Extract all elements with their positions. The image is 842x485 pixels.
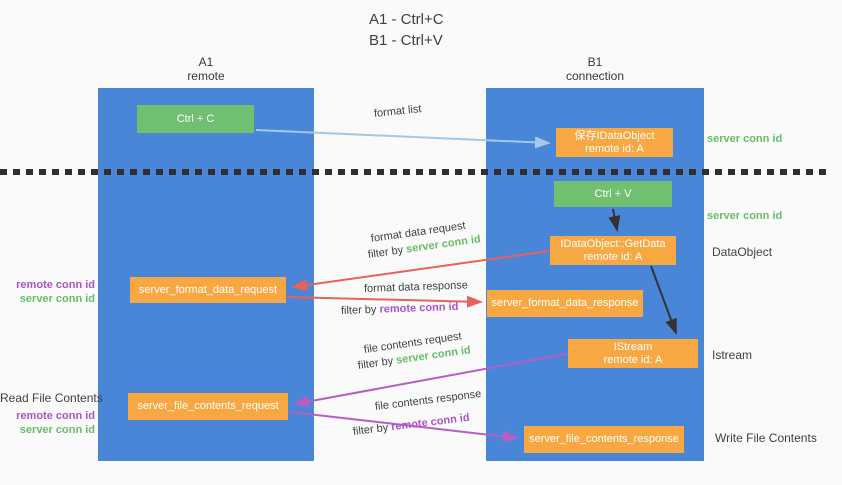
dotted-divider-line: [0, 169, 831, 175]
node-file-request-label: server_file_contents_request: [137, 400, 279, 412]
remote-conn-id-text: remote conn id: [390, 411, 471, 434]
header-a1-name: A1: [198, 55, 214, 69]
node-getdata-line2: remote id: A: [583, 250, 643, 263]
node-format-response-label: server_format_data_response: [491, 297, 639, 309]
node-save-idataobject: 保存IDataObject remote id: A: [556, 128, 673, 157]
node-ctrl-v-label: Ctrl + V: [594, 187, 632, 200]
title-line-2: B1 - Ctrl+V: [369, 32, 443, 49]
filter-by-text: filter by: [352, 421, 389, 438]
label-dataobject: DataObject: [712, 245, 773, 259]
label-remote-conn-left-1: remote conn id: [16, 279, 95, 291]
label-format-list: format list: [373, 103, 423, 120]
node-istream: IStream remote id: A: [568, 339, 698, 368]
node-istream-line1: IStream: [613, 340, 653, 353]
label-file-contents-response: file contents response: [374, 388, 482, 413]
label-server-conn-left-2: server conn id: [19, 424, 95, 436]
node-save-idataobject-line1: 保存IDataObject: [574, 129, 655, 142]
header-b1-name: B1: [587, 55, 603, 69]
label-istream: Istream: [712, 348, 753, 362]
filter-by-text: filter by: [340, 303, 377, 317]
title-line-1: A1 - Ctrl+C: [369, 11, 444, 28]
diagram-title: A1 - Ctrl+C B1 - Ctrl+V: [369, 9, 444, 51]
label-filter-remote-conn-2: filter by remote conn id: [352, 412, 470, 438]
filter-by-text: filter by: [367, 244, 404, 261]
label-remote-conn-left-2: remote conn id: [16, 410, 95, 422]
node-istream-line2: remote id: A: [603, 353, 663, 366]
node-save-idataobject-line2: remote id: A: [585, 142, 644, 155]
label-read-file-contents: Read File Contents: [0, 391, 103, 405]
header-b1: B1 connection: [486, 55, 704, 83]
node-ctrl-c-label: Ctrl + C: [176, 112, 215, 125]
label-server-conn-right-2: server conn id: [707, 210, 783, 222]
node-format-response: server_format_data_response: [487, 290, 643, 317]
filter-by-text: filter by: [357, 355, 394, 372]
label-server-conn-right-1: server conn id: [707, 133, 783, 145]
node-format-request-label: server_format_data_request: [138, 283, 278, 296]
node-ctrl-c: Ctrl + C: [137, 105, 254, 133]
header-b1-role: connection: [565, 69, 625, 83]
node-getdata: IDataObject::GetData remote id: A: [550, 236, 676, 265]
node-file-response: server_file_contents_response: [524, 426, 684, 453]
node-getdata-line1: IDataObject::GetData: [560, 237, 666, 250]
node-format-request: server_format_data_request: [130, 277, 286, 303]
header-a1: A1 remote: [98, 55, 314, 83]
label-server-conn-left-1: server conn id: [19, 293, 95, 305]
remote-conn-id-text: remote conn id: [379, 300, 459, 316]
node-file-request: server_file_contents_request: [128, 393, 288, 420]
label-write-file-contents: Write File Contents: [715, 431, 817, 445]
left-conn-group-1: remote conn id server conn id: [0, 278, 95, 306]
left-file-group: Read File Contents remote conn id server…: [0, 391, 103, 437]
header-a1-role: remote: [187, 69, 225, 83]
label-format-data-response: format data response: [363, 279, 469, 295]
node-ctrl-v: Ctrl + V: [554, 181, 672, 207]
node-file-response-label: server_file_contents_response: [529, 433, 679, 445]
label-filter-remote-conn-1: filter by remote conn id: [341, 301, 459, 317]
